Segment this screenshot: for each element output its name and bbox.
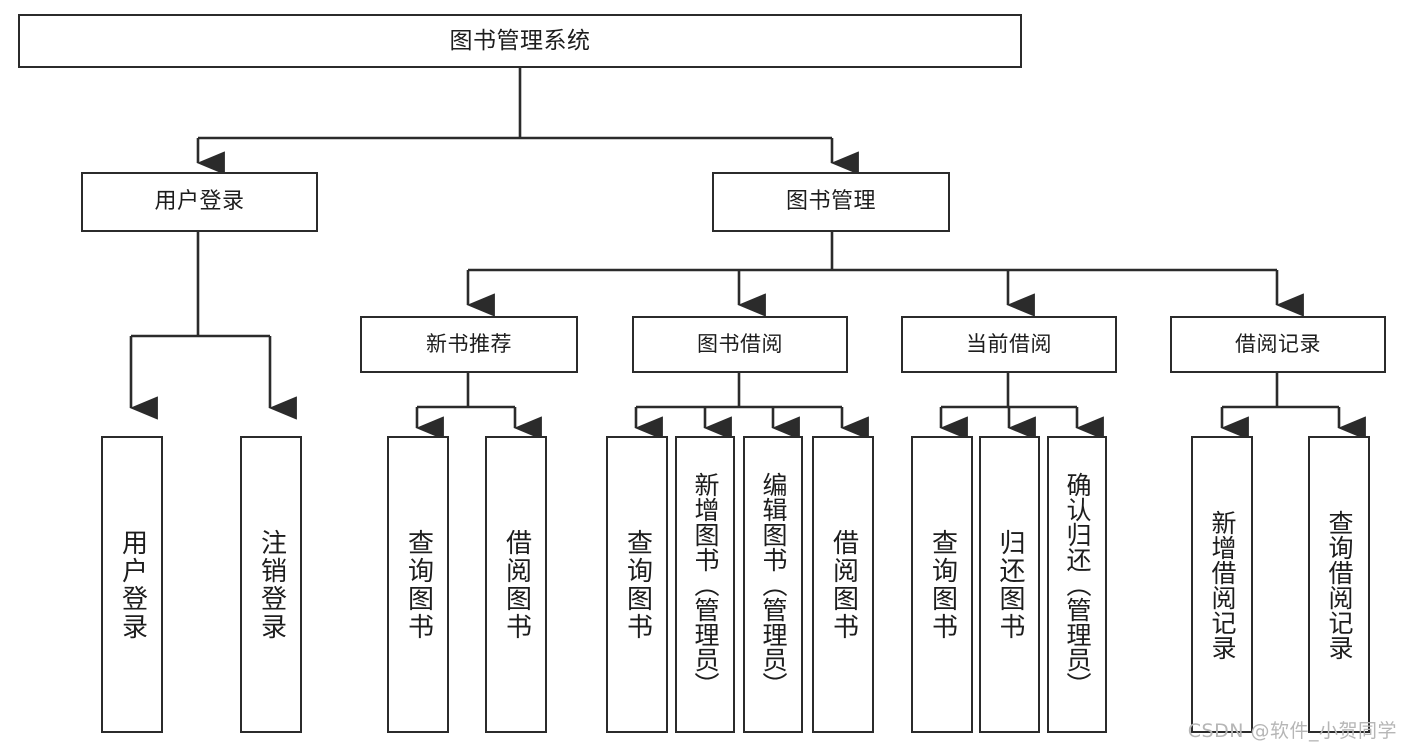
csdn-watermark: CSDN @软件_小贺同学 — [1187, 720, 1397, 742]
node-current-borrow[interactable]: 当前借阅 — [901, 316, 1117, 373]
leaf-user-login-login[interactable]: 用户登录 — [101, 436, 163, 733]
node-new-book-recommend-label: 新书推荐 — [426, 332, 512, 357]
leaf-current-borrow-return[interactable]: 归还图书 — [979, 436, 1040, 733]
node-book-management[interactable]: 图书管理 — [712, 172, 950, 232]
leaf-borrow-record-query-label: 查询借阅记录 — [1325, 509, 1354, 660]
leaf-book-borrow-query-label: 查询图书 — [622, 528, 653, 641]
leaf-borrow-record-query[interactable]: 查询借阅记录 — [1308, 436, 1370, 733]
leaf-user-login-login-label: 用户登录 — [117, 528, 148, 641]
leaf-book-borrow-borrow[interactable]: 借阅图书 — [812, 436, 874, 733]
leaf-current-borrow-return-label: 归还图书 — [995, 528, 1026, 641]
leaf-borrow-record-add[interactable]: 新增借阅记录 — [1191, 436, 1253, 733]
leaf-book-borrow-query[interactable]: 查询图书 — [606, 436, 668, 733]
leaf-book-borrow-add[interactable]: 新增图书（管理员） — [675, 436, 735, 733]
node-book-management-label: 图书管理 — [785, 189, 876, 215]
node-new-book-recommend[interactable]: 新书推荐 — [360, 316, 578, 373]
node-book-borrow[interactable]: 图书借阅 — [632, 316, 848, 373]
leaf-user-login-logout-label: 注销登录 — [256, 528, 287, 641]
leaf-current-borrow-confirm-label: 确认归还（管理员） — [1063, 472, 1092, 697]
leaf-book-borrow-edit[interactable]: 编辑图书（管理员） — [743, 436, 803, 733]
leaf-user-login-logout[interactable]: 注销登录 — [240, 436, 302, 733]
leaf-current-borrow-query-label: 查询图书 — [927, 528, 958, 641]
leaf-current-borrow-confirm[interactable]: 确认归还（管理员） — [1047, 436, 1107, 733]
leaf-new-book-borrow[interactable]: 借阅图书 — [485, 436, 547, 733]
node-borrow-record-label: 借阅记录 — [1235, 332, 1321, 357]
leaf-book-borrow-borrow-label: 借阅图书 — [828, 528, 859, 641]
node-borrow-record[interactable]: 借阅记录 — [1170, 316, 1386, 373]
leaf-book-borrow-add-label: 新增图书（管理员） — [691, 472, 720, 697]
node-root-system[interactable]: 图书管理系统 — [18, 14, 1022, 68]
leaf-book-borrow-edit-label: 编辑图书（管理员） — [759, 472, 788, 697]
leaf-new-book-borrow-label: 借阅图书 — [501, 528, 532, 641]
node-book-borrow-label: 图书借阅 — [697, 332, 783, 357]
node-user-login-label: 用户登录 — [154, 189, 245, 215]
leaf-current-borrow-query[interactable]: 查询图书 — [911, 436, 973, 733]
leaf-new-book-query[interactable]: 查询图书 — [387, 436, 449, 733]
leaf-borrow-record-add-label: 新增借阅记录 — [1208, 509, 1237, 660]
leaf-new-book-query-label: 查询图书 — [403, 528, 434, 641]
node-current-borrow-label: 当前借阅 — [966, 332, 1052, 357]
node-user-login[interactable]: 用户登录 — [81, 172, 318, 232]
node-root-system-label: 图书管理系统 — [449, 27, 591, 54]
